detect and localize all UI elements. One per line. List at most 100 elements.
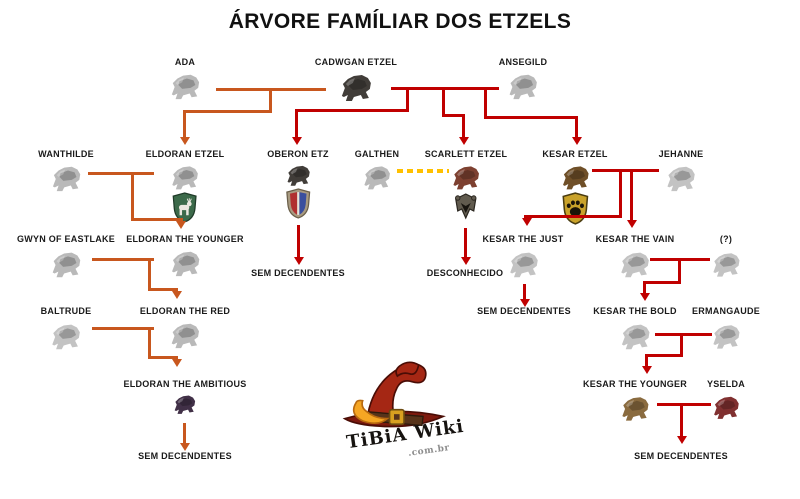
person-ermangaude: ERMANGAUDE [692, 306, 760, 353]
terminal-text: SEM DECENDENTES [634, 451, 728, 461]
person-name: OBERON ETZ [267, 149, 329, 159]
connector-line [183, 110, 272, 113]
arrowhead [176, 221, 186, 229]
connector-line [645, 354, 683, 357]
person-baltrude: BALTRUDE [41, 306, 92, 353]
connector-line [406, 87, 409, 112]
person-wanthilde: WANTHILDE [38, 149, 94, 194]
connector-line [131, 172, 134, 221]
creature-sprite-icon [166, 162, 204, 192]
terminal-text: SEM DECENDENTES [138, 451, 232, 461]
creature-sprite-icon [616, 247, 654, 281]
connector-line [524, 215, 622, 218]
person-name: (?) [719, 234, 733, 244]
person-cadwgan-etzel: CADWGAN ETZEL [315, 57, 397, 104]
connector-line [88, 172, 154, 175]
creature-sprite-icon [448, 162, 484, 192]
person-name: ADA [174, 57, 196, 67]
arrowhead [294, 257, 304, 265]
dark-demon-mask-icon [455, 193, 477, 220]
arrowhead [292, 137, 302, 145]
creature-sprite-icon [47, 162, 85, 194]
connector-line [269, 88, 272, 113]
connector-line [680, 403, 683, 436]
connector-line [592, 169, 659, 172]
page-title: ÁRVORE FAMÍLIAR DOS ETZELS [228, 10, 572, 33]
person-jehanne: JEHANNE [659, 149, 704, 194]
person-name: KESAR THE VAIN [595, 234, 675, 244]
person-eldoran-the-younger: ELDORAN THE YOUNGER [126, 234, 244, 279]
person-name: KESAR THE JUST [482, 234, 564, 244]
connector-line [183, 110, 186, 137]
person-kesar-the-just: KESAR THE JUST [482, 234, 563, 281]
arrowhead [461, 257, 471, 265]
person-eldoran-the-ambitious: ELDORAN THE AMBITIOUS [124, 379, 247, 416]
connector-line [295, 109, 409, 112]
connector-line [131, 218, 183, 221]
person-name: KESAR THE BOLD [593, 306, 677, 316]
arrowhead [627, 220, 637, 228]
person-scarlett-etzel: SCARLETT ETZEL [425, 149, 508, 220]
person-unknown-spouse: (?) [708, 234, 744, 281]
person-name: YSELDA [706, 379, 746, 389]
arrowhead [640, 293, 650, 301]
arrowhead [172, 291, 182, 299]
connector-line [442, 114, 465, 117]
person-kesar-the-vain: KESAR THE VAIN [596, 234, 675, 281]
person-eldoran-etzel: ELDORAN ETZEL [146, 149, 225, 223]
connector-line [643, 281, 646, 293]
creature-sprite-icon [335, 70, 377, 104]
creature-sprite-icon [166, 319, 204, 351]
person-kesar-the-younger: KESAR THE YOUNGER [583, 379, 687, 424]
wizard-hat-icon [342, 361, 446, 428]
person-eldoran-the-red: ELDORAN THE RED [140, 306, 230, 351]
connector-line [678, 258, 681, 284]
arrowhead [520, 299, 530, 307]
connector-line [484, 116, 578, 119]
arrowhead [572, 137, 582, 145]
connector-line [464, 228, 467, 257]
creature-sprite-icon [557, 162, 593, 192]
creature-sprite-icon [166, 247, 204, 279]
arrowhead [172, 359, 182, 367]
person-yselda: YSELDA [707, 379, 745, 422]
person-ada: ADA [165, 57, 205, 102]
terminal-text: DESCONHECIDO [426, 268, 504, 278]
connector-line [619, 169, 622, 218]
connector-line [148, 258, 151, 291]
connector-line [148, 327, 151, 359]
person-name: ELDORAN THE RED [139, 306, 231, 316]
terminal-text: SEM DECENDENTES [251, 268, 345, 278]
connector-line [148, 288, 178, 291]
creature-sprite-icon [617, 392, 653, 424]
connector-line [523, 284, 526, 299]
person-name: GALTHEN [354, 149, 400, 159]
creature-sprite-icon [282, 162, 314, 188]
creature-sprite-icon [503, 70, 543, 102]
logo-domain: .com.br [407, 443, 451, 459]
red-blue-quartered-shield-icon [285, 188, 311, 219]
connector-line [442, 87, 445, 117]
tibiawiki-logo: TiBiA Wiki .com.br [338, 358, 468, 473]
creature-sprite-icon [616, 319, 654, 353]
connector-line [645, 354, 648, 366]
creature-sprite-icon [504, 247, 542, 281]
person-name: ELDORAN THE YOUNGER [126, 234, 244, 244]
connector-line [297, 225, 300, 257]
person-name: CADWGAN ETZEL [314, 57, 398, 67]
connector-line [575, 116, 578, 137]
creature-sprite-icon [708, 319, 744, 353]
connector-line [148, 356, 178, 359]
person-oberon-etz: OBERON ETZ [267, 149, 329, 219]
uncertain-dashed-line [397, 169, 449, 173]
connector-line [92, 258, 154, 261]
person-name: KESAR THE YOUNGER [582, 379, 688, 389]
person-name: GWYN OF EASTLAKE [17, 234, 115, 244]
person-name: ELDORAN THE AMBITIOUS [123, 379, 247, 389]
gold-paw-shield-icon [562, 192, 588, 225]
connector-line [655, 333, 712, 336]
connector-line [643, 281, 681, 284]
creature-sprite-icon [47, 247, 85, 281]
creature-sprite-icon [358, 162, 396, 192]
